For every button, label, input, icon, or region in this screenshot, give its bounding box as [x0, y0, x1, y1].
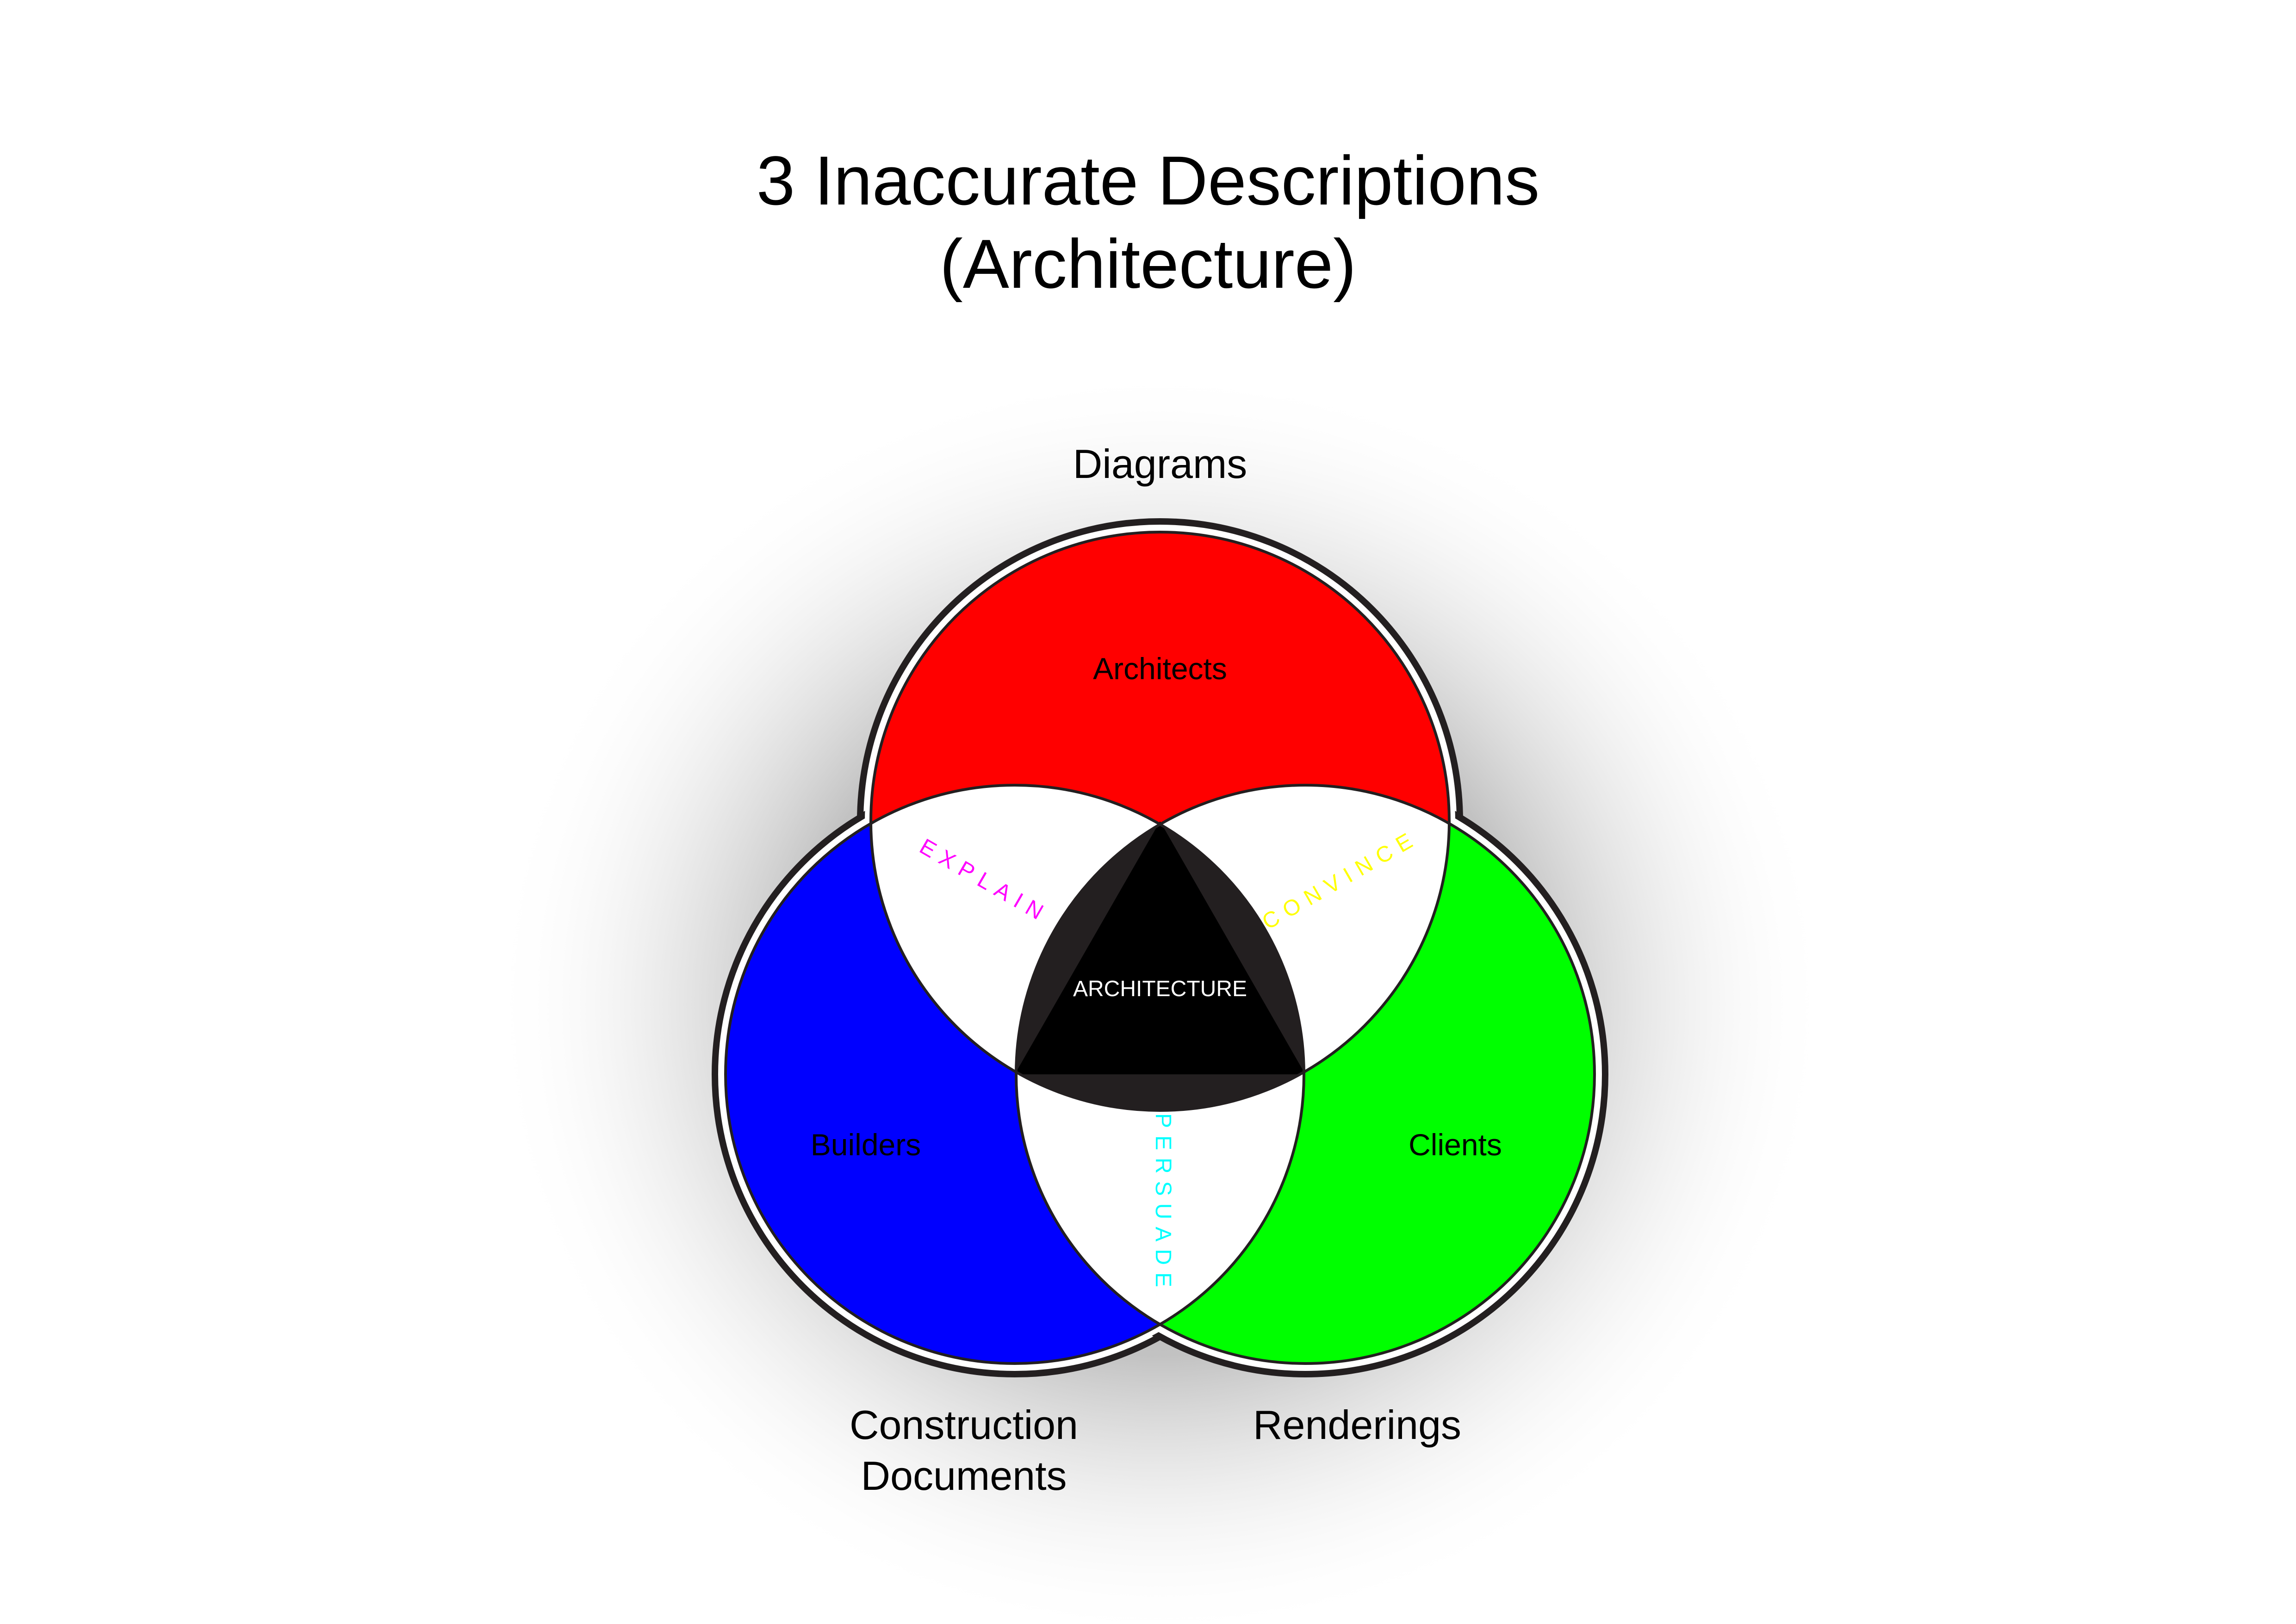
- builders-label: Builders: [811, 1128, 921, 1162]
- circle-outlines: [724, 531, 1596, 1365]
- architecture-label: ARCHITECTURE: [1073, 977, 1247, 1001]
- architects-label: Architects: [1093, 651, 1227, 686]
- title-line-2: (Architecture): [939, 225, 1357, 303]
- diagrams-label: Diagrams: [1073, 441, 1247, 487]
- renderings-label: Renderings: [1253, 1402, 1461, 1448]
- clients-label: Clients: [1409, 1128, 1502, 1162]
- construction-documents-label-line-2: Documents: [861, 1453, 1067, 1499]
- construction-documents-label-line-1: Construction: [850, 1402, 1078, 1448]
- persuade-label: PERSUADE: [1151, 1113, 1175, 1295]
- title-line-1: 3 Inaccurate Descriptions: [756, 142, 1540, 219]
- architecture-triangle: [1015, 821, 1305, 1074]
